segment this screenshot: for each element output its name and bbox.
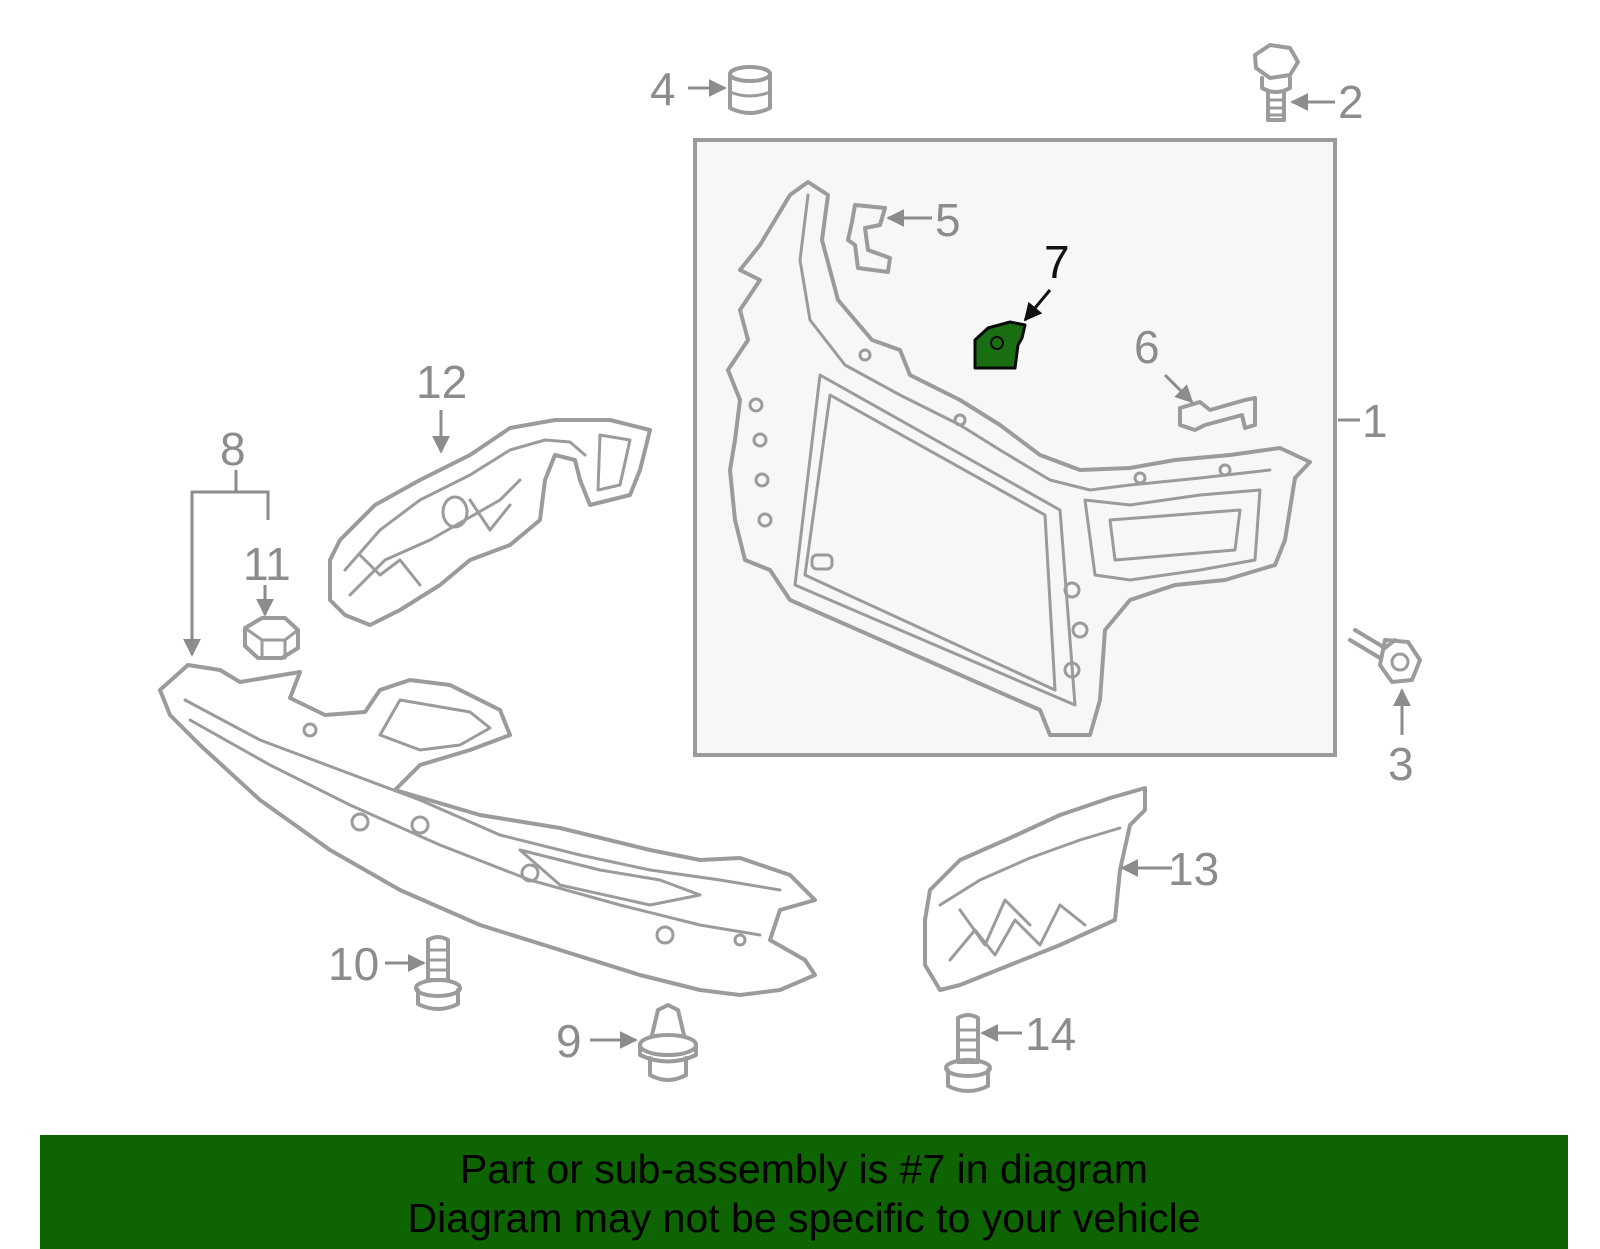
callout-6[interactable]: 6: [1134, 321, 1160, 373]
bolt-part-3[interactable]: [1348, 628, 1422, 684]
callout-14[interactable]: 14: [1025, 1008, 1076, 1060]
bolt-part-10[interactable]: [414, 935, 462, 1011]
assembly-box: [693, 138, 1337, 757]
bolt-part-2[interactable]: [1253, 43, 1300, 122]
callout-2[interactable]: 2: [1338, 76, 1364, 128]
bracket-part-5[interactable]: [846, 203, 892, 274]
shield-part-13[interactable]: [923, 786, 1147, 992]
callout-11[interactable]: 11: [243, 538, 291, 590]
radiator-support-part[interactable]: [726, 180, 1312, 737]
highlighted-bracket-part-7[interactable]: [973, 320, 1027, 370]
bracket-part-6[interactable]: [1178, 396, 1257, 432]
callout-3[interactable]: 3: [1388, 738, 1414, 790]
part-7-shape: [973, 320, 1027, 370]
callout-labels: 1 2 3 4 5 6 7 8 9 10 11 12 13 14: [220, 63, 1414, 1067]
undercover-part-8[interactable]: [158, 663, 817, 997]
shield-part-12[interactable]: [328, 418, 652, 627]
callout-10[interactable]: 10: [328, 938, 379, 990]
callout-4[interactable]: 4: [650, 63, 676, 115]
banner-line-1: Part or sub-assembly is #7 in diagram: [459, 1146, 1149, 1192]
callout-5[interactable]: 5: [935, 194, 961, 246]
nut-part-11[interactable]: [243, 616, 300, 660]
part-7-hole: [990, 336, 1004, 350]
callout-8[interactable]: 8: [220, 423, 246, 475]
info-banner: Part or sub-assembly is #7 in diagram Di…: [40, 1135, 1568, 1249]
callout-13[interactable]: 13: [1168, 843, 1219, 895]
callout-1[interactable]: 1: [1362, 395, 1388, 447]
banner-line-2: Diagram may not be specific to your vehi…: [407, 1195, 1201, 1241]
clip-part-9[interactable]: [638, 1003, 698, 1082]
leader-lines: [183, 79, 1411, 1049]
callout-9[interactable]: 9: [556, 1015, 582, 1067]
callout-7[interactable]: 7: [1044, 236, 1070, 288]
bolt-part-14[interactable]: [944, 1013, 992, 1093]
callout-12[interactable]: 12: [416, 356, 467, 408]
bumper-part-4[interactable]: [728, 65, 772, 115]
